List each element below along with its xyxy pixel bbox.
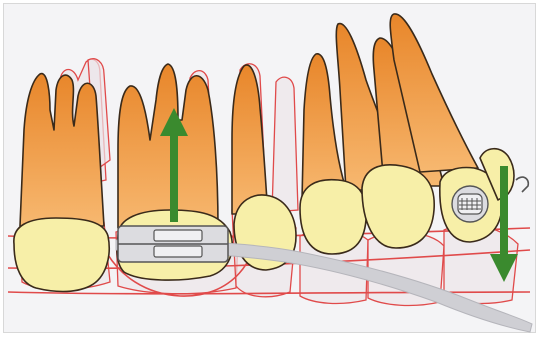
premolar-root-left [118,64,218,228]
canine-root [232,65,268,214]
molar-root [20,74,104,226]
ghost-root-2 [272,77,298,212]
premolar-crown-right [362,165,434,248]
bracket-slot-bottom [154,246,202,257]
button-hook [516,177,528,192]
molar-crown [14,218,109,292]
premolar-crown-mid [300,180,366,254]
bracket-left [118,226,228,262]
bracket-slot-top [154,230,202,241]
